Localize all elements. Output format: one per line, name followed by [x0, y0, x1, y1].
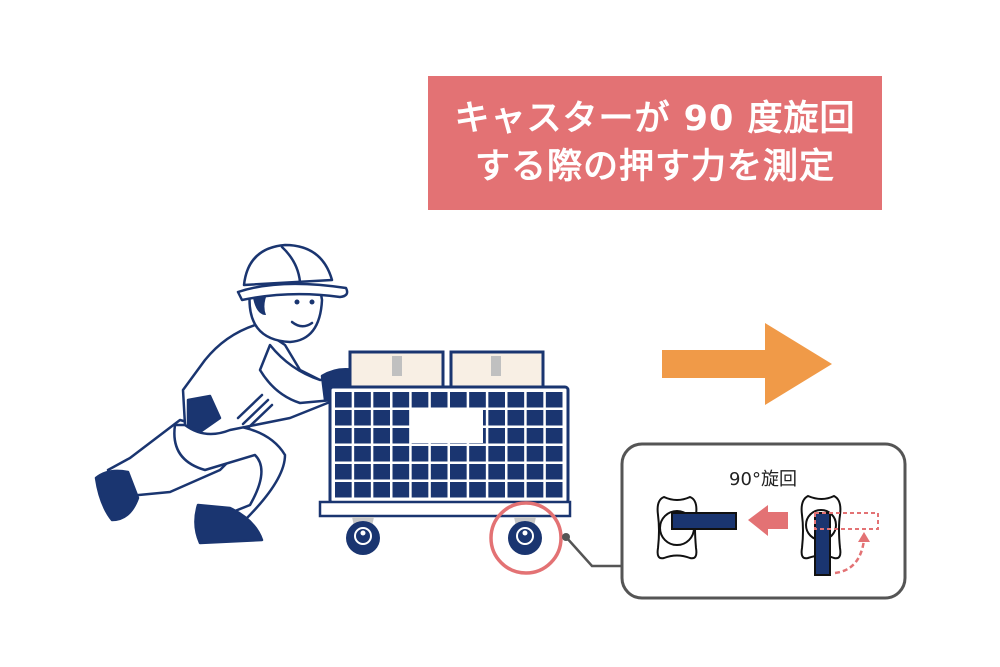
mesh-cell [373, 482, 390, 498]
mesh-cell [526, 464, 544, 480]
mesh-cell [392, 428, 410, 444]
mesh-cell [373, 428, 390, 444]
mesh-cell [354, 446, 371, 462]
mesh-cell [450, 392, 467, 408]
mesh-cell [507, 392, 525, 408]
mesh-cell [392, 446, 410, 462]
caster-wheel [508, 521, 542, 555]
cart-mesh [335, 392, 563, 498]
mesh-cell [392, 410, 410, 426]
mesh-cell [392, 392, 410, 408]
mesh-cell [354, 428, 371, 444]
mesh-cell [411, 464, 429, 480]
mesh-cell [335, 392, 352, 408]
mesh-cell [335, 410, 352, 426]
mesh-cell [488, 482, 505, 498]
mesh-cell [526, 392, 544, 408]
mesh-cell [450, 482, 467, 498]
mesh-cell [411, 446, 429, 462]
highlight-circle [489, 501, 563, 575]
cart-base [318, 500, 572, 518]
mesh-cell [488, 392, 505, 408]
mesh-cell [411, 482, 429, 498]
mesh-cell [526, 428, 544, 444]
caster-rotation-diagram [656, 494, 879, 576]
mesh-cell [335, 428, 352, 444]
mesh-cell [545, 428, 563, 444]
mesh-cell [469, 464, 486, 480]
mesh-cell [430, 446, 448, 462]
caster-wheel [346, 521, 380, 555]
mesh-cell [335, 482, 352, 498]
cart-illustration [318, 350, 572, 575]
mesh-cell [545, 482, 563, 498]
mesh-cell [526, 446, 544, 462]
mesh-cell [507, 428, 525, 444]
direction-arrow-icon [662, 323, 832, 405]
title-banner: キャスターが 90 度旋回 する際の押す力を測定 [428, 76, 882, 210]
mesh-cell [507, 464, 525, 480]
mesh-cell [335, 464, 352, 480]
mesh-cell [450, 446, 467, 462]
mesh-cell [526, 410, 544, 426]
mesh-cell [411, 392, 429, 408]
mesh-cell [488, 428, 505, 444]
rotation-label: 90°旋回 [729, 469, 797, 490]
callout-connector [562, 533, 622, 568]
mesh-cell [354, 392, 371, 408]
mesh-cell [507, 410, 525, 426]
mesh-cell [488, 410, 505, 426]
mesh-cell [392, 464, 410, 480]
mesh-cell [545, 392, 563, 408]
mesh-cell [469, 482, 486, 498]
mesh-cell [335, 446, 352, 462]
mesh-cell [507, 446, 525, 462]
mesh-cell [354, 482, 371, 498]
mesh-cell [488, 446, 505, 462]
worker-illustration [94, 243, 364, 545]
mesh-cell [354, 464, 371, 480]
title-line-1: キャスターが 90 度旋回 [454, 99, 856, 139]
mesh-cell [545, 446, 563, 462]
mesh-cell [488, 464, 505, 480]
mesh-cell [373, 410, 390, 426]
mesh-cell [430, 482, 448, 498]
mesh-cell [430, 464, 448, 480]
mesh-cell [469, 392, 486, 408]
mesh-cell [354, 410, 371, 426]
mesh-cell [526, 482, 544, 498]
mesh-cell [373, 446, 390, 462]
mesh-cell [469, 446, 486, 462]
mesh-cell [430, 392, 448, 408]
mesh-cell [450, 464, 467, 480]
mesh-cell [373, 392, 390, 408]
mesh-cell [507, 482, 525, 498]
mesh-cell [392, 482, 410, 498]
mesh-cell [373, 464, 390, 480]
mesh-cell [545, 464, 563, 480]
title-line-2: する際の押す力を測定 [474, 147, 835, 187]
mesh-cell [545, 410, 563, 426]
